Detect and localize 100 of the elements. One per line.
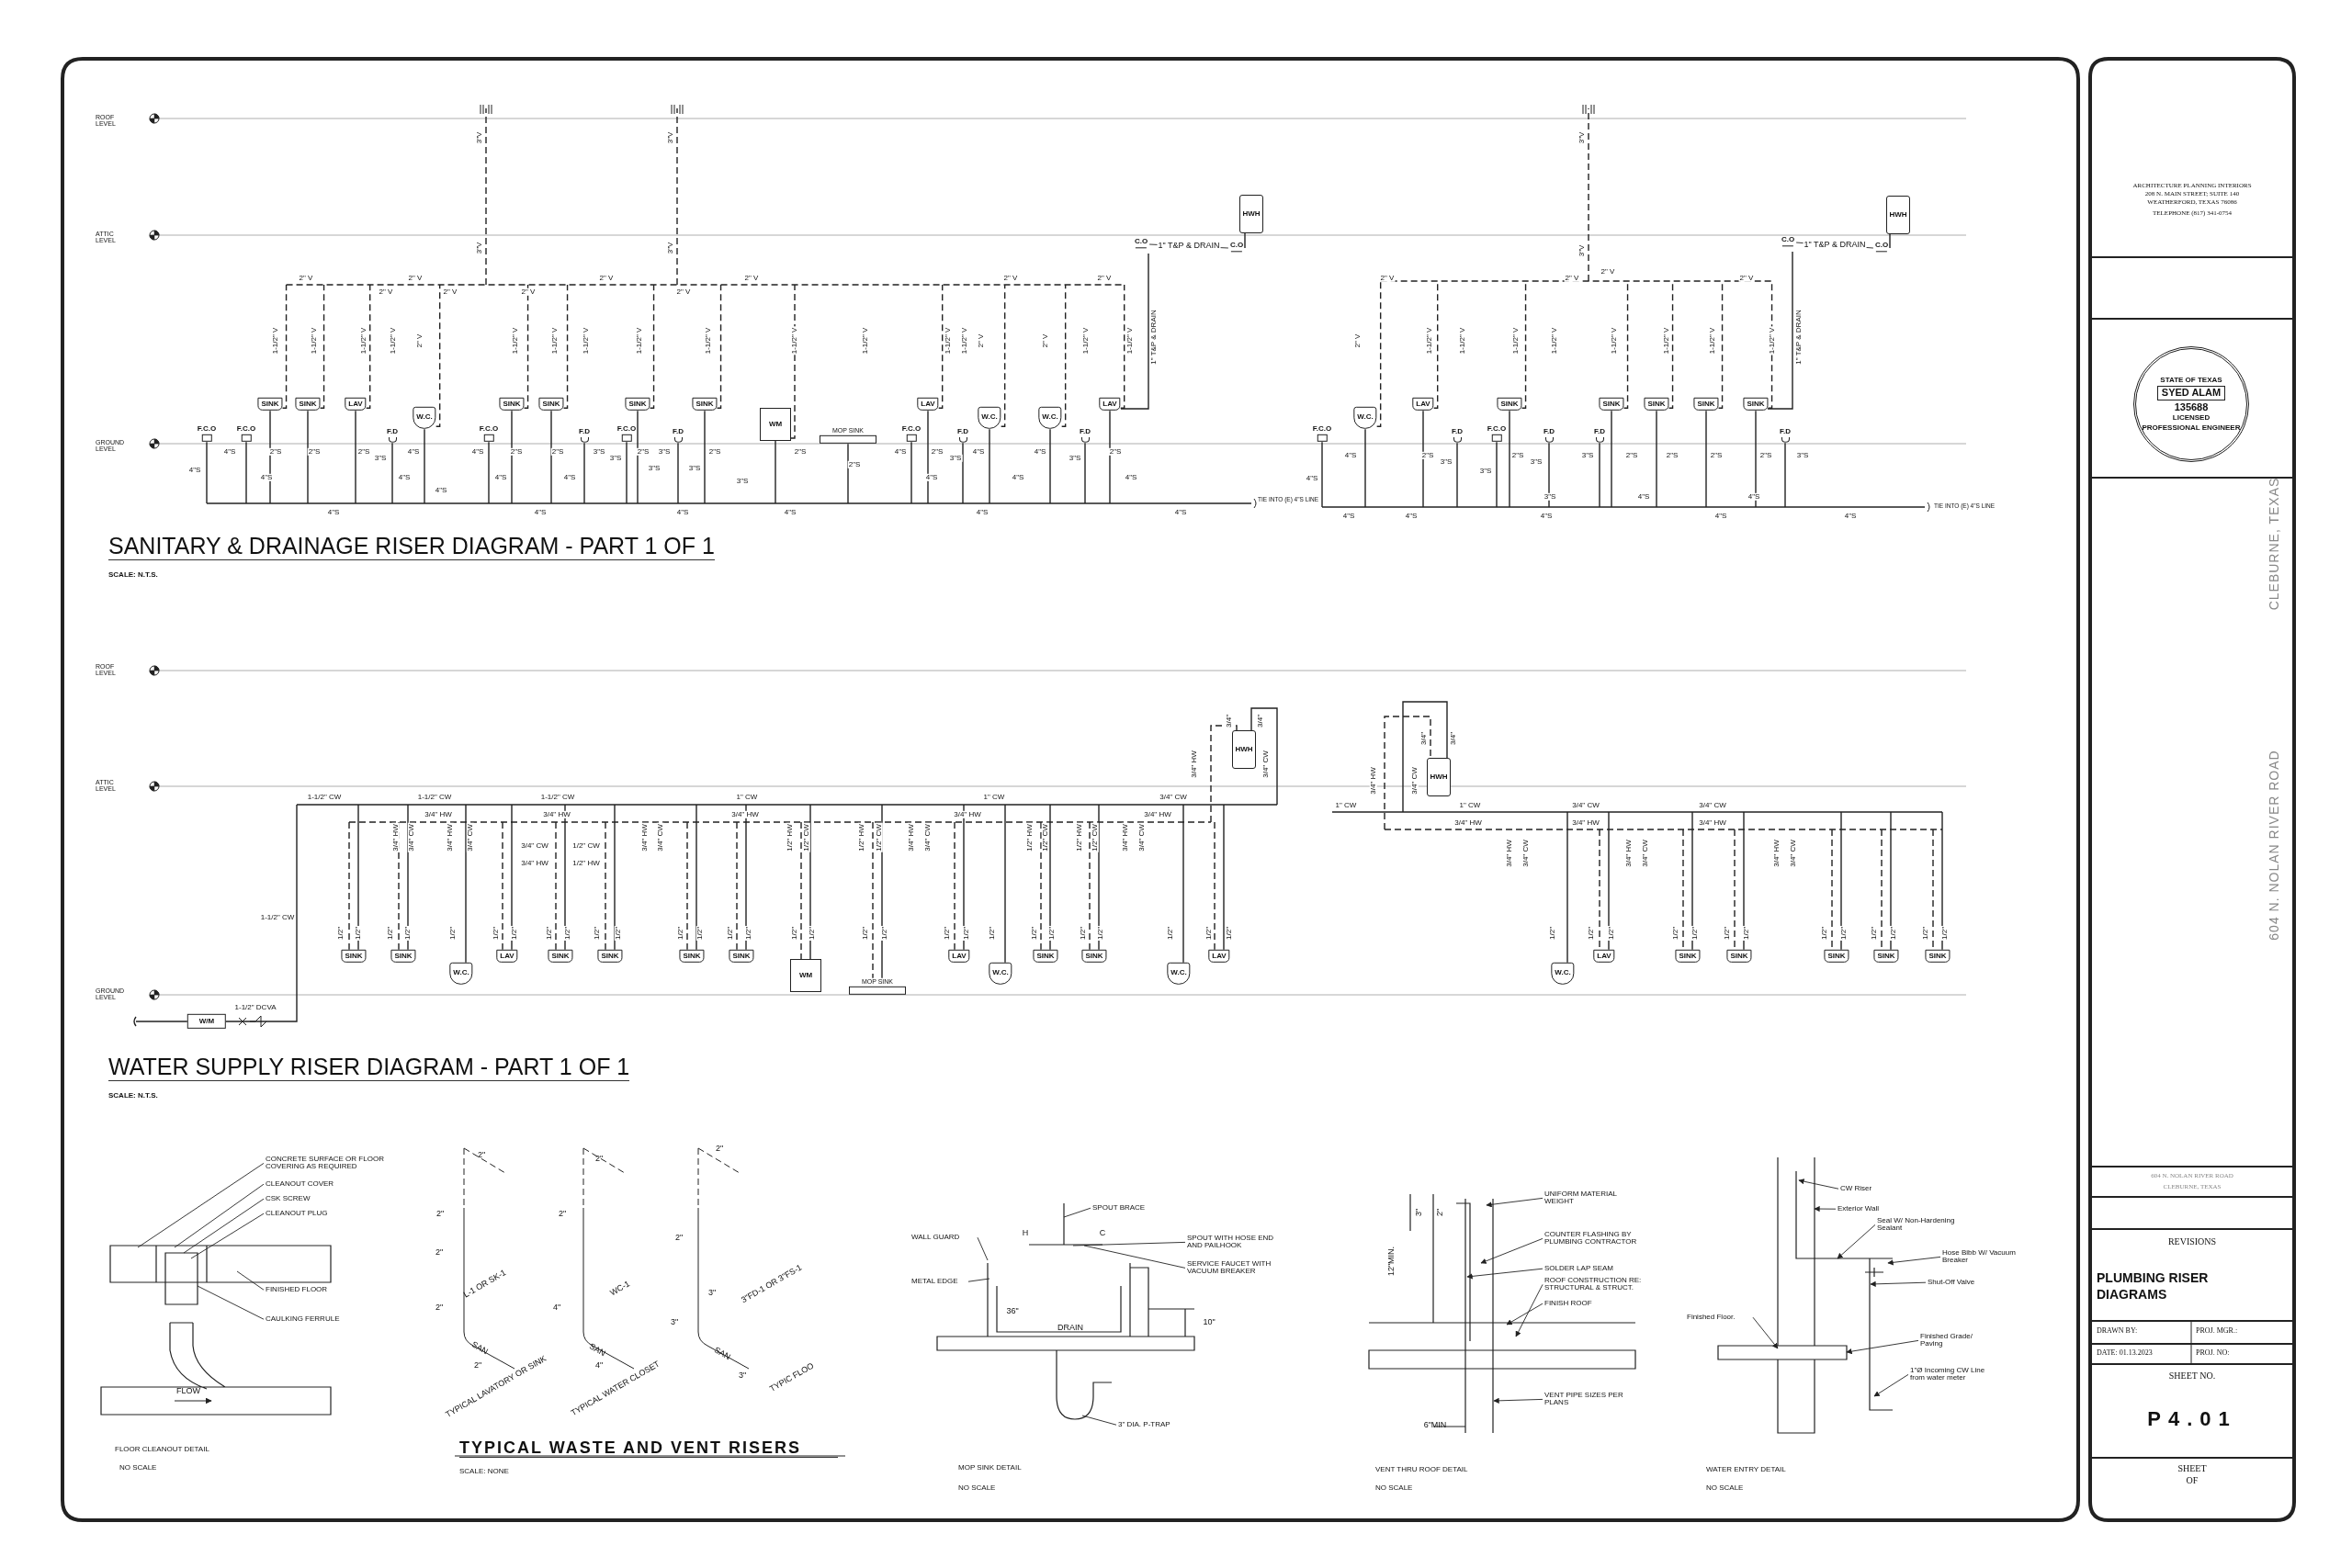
pipe-size-label: 3/4" CW: [1521, 839, 1531, 868]
pipe-size-label: 3"V: [1577, 243, 1587, 258]
pipe-size-label: 1" CW: [735, 793, 759, 802]
pipe-size-label: 2" V: [1002, 274, 1019, 283]
pipe-size-label: 3/4" HW: [1772, 839, 1781, 868]
pipe-size-label: 1/2": [676, 926, 685, 941]
pipe-size-label: 2" V: [977, 333, 986, 349]
pipe-size-label: 4"S: [562, 473, 577, 482]
pipe-size-label: 4"S: [971, 447, 986, 457]
pipe-size-label: 2"S: [509, 447, 524, 457]
pipe-size-label: 1-1/2" V: [582, 326, 591, 355]
detail-label: SCALE: NONE: [459, 1468, 509, 1476]
detail-label: SAN: [587, 1342, 607, 1359]
pipe-size-label: 1/2" HW: [857, 823, 866, 852]
pipe-size-label: 4"S: [1713, 512, 1728, 521]
detail-label: FLOOR CLEANOUT DETAIL: [115, 1446, 209, 1454]
pipe-size-label: 1-1/2" V: [861, 326, 870, 355]
pipe-size-label: 3"V: [475, 241, 484, 255]
pipe-size-label: 1-1/2" DCVA: [233, 1003, 277, 1012]
pipe-size-label: 3"S: [735, 477, 750, 486]
section-heading: WATER SUPPLY RISER DIAGRAM - PART 1 OF 1: [108, 1055, 630, 1082]
pipe-size-label: 4"S: [893, 447, 908, 457]
pipe-size-label: 3/4" CW: [407, 823, 416, 852]
pipe-size-label: 1/2" CW: [571, 841, 601, 851]
pipe-size-label: 3"V: [475, 130, 484, 145]
pipe-size-label: 3/4" CW: [1159, 793, 1188, 802]
pipe-size-label: 2"S: [1758, 451, 1773, 460]
pipe-size-label: 3"S: [592, 447, 606, 457]
pipe-size-label: 3"S: [608, 454, 623, 463]
pipe-size-label: 1/2" CW: [802, 823, 811, 852]
pipe-size-label: 1/2": [510, 926, 519, 941]
pipe-size-label: 1-1/2" V: [1550, 326, 1559, 355]
pipe-size-label: 1/2": [1839, 926, 1849, 941]
sheet-title: PLUMBING RISER DIAGRAMS: [2097, 1269, 2210, 1303]
detail-label: 10": [1203, 1318, 1216, 1327]
pipe-size-label: 1/2": [1030, 926, 1039, 941]
pipe-size-label: 2"S: [307, 447, 322, 457]
pipe-size-label: 4"S: [1843, 512, 1858, 521]
pipe-size-label: 1/2": [1548, 926, 1557, 941]
detail-label: 3": [670, 1318, 679, 1327]
pipe-size-label: 2"S: [930, 447, 944, 457]
title-block-text: DRAWN BY:: [2097, 1327, 2138, 1336]
pipe-size-label: 3/4" CW: [466, 823, 475, 852]
detail-label: 2": [715, 1145, 724, 1154]
pipe-size-label: 1/2": [403, 926, 413, 941]
pipe-size-label: 3/4" HW: [424, 810, 453, 819]
detail-label: 2": [435, 1248, 444, 1258]
pipe-size-label: 1/2" HW: [1075, 823, 1084, 852]
pipe-size-label: 1-1/2" V: [704, 326, 713, 355]
pipe-size-label: 1-1/2" V: [635, 326, 644, 355]
pipe-size-label: 3"S: [1068, 454, 1082, 463]
detail-label: 3": [1415, 1208, 1424, 1217]
pipe-size-label: 2"S: [1510, 451, 1525, 460]
pipe-size-label: 2"S: [847, 460, 862, 469]
pipe-size-label: 2" V: [1353, 333, 1363, 349]
pipe-size-label: 1/2": [1889, 926, 1898, 941]
pipe-size-label: 2"S: [1709, 451, 1724, 460]
pipe-size-label: 1/2": [1723, 926, 1732, 941]
pipe-size-label: 4"S: [406, 447, 421, 457]
pipe-size-label: 4"S: [1747, 492, 1761, 502]
detail-label: 36": [1006, 1307, 1019, 1316]
pipe-size-label: 1-1/2" V: [790, 326, 799, 355]
title-block-text: PROJ. NO:: [2196, 1349, 2230, 1358]
pipe-size-label: 3/4" CW: [1137, 823, 1147, 852]
pipe-size-label: 2" V: [1096, 274, 1113, 283]
pipe-size-label: 1/2": [563, 926, 572, 941]
pipe-size-label: 3/4" HW: [1190, 750, 1199, 779]
pipe-size-label: 1/2" CW: [1041, 823, 1050, 852]
pipe-size-label: 1-1/2" V: [271, 326, 280, 355]
pipe-size-label: 1/2": [545, 926, 554, 941]
pipe-size-label: 1/2": [726, 926, 735, 941]
pipe-size-label: 2"S: [1665, 451, 1679, 460]
title-block-text: OF: [2186, 1475, 2199, 1486]
pipe-size-label: 3/4" HW: [730, 810, 760, 819]
pipe-size-label: 3/4" HW: [1624, 839, 1634, 868]
pipe-size-label: 4"S: [1173, 508, 1188, 517]
pipe-size-label: 1/2" HW: [786, 823, 795, 852]
pipe-size-label: 2"S: [1420, 451, 1435, 460]
title-block-text: SHEET: [2177, 1463, 2207, 1474]
pipe-size-label: 4"S: [675, 508, 690, 517]
pipe-size-label: 3"S: [687, 464, 702, 473]
pipe-size-label: 1/2": [861, 926, 870, 941]
pipe-size-label: 3/4" HW: [1571, 818, 1600, 828]
pipe-size-label: 3/4" HW: [1453, 818, 1483, 828]
pipe-size-label: 2"S: [707, 447, 722, 457]
pipe-size-label: 1/2": [386, 926, 395, 941]
address-text: CLEBURNE, TEXAS: [2267, 477, 2281, 611]
pipe-size-label: 2" V: [1600, 267, 1616, 276]
pipe-size-label: 1/2": [354, 926, 363, 941]
pipe-size-label: 1/2": [744, 926, 753, 941]
detail-label: 12"MIN.: [1387, 1246, 1396, 1277]
pipe-size-label: 2"S: [636, 447, 650, 457]
pipe-size-label: 1-1/2" V: [310, 326, 319, 355]
pipe-size-label: 2"S: [356, 447, 371, 457]
pipe-size-label: 1-1/2" V: [960, 326, 969, 355]
pipe-size-label: 1/2": [1690, 926, 1700, 941]
pipe-size-label: 3/4" CW: [1641, 839, 1650, 868]
pipe-size-label: 4"S: [470, 447, 485, 457]
pipe-size-label: 3/4" HW: [640, 823, 650, 852]
pipe-size-label: 1/2": [1820, 926, 1829, 941]
